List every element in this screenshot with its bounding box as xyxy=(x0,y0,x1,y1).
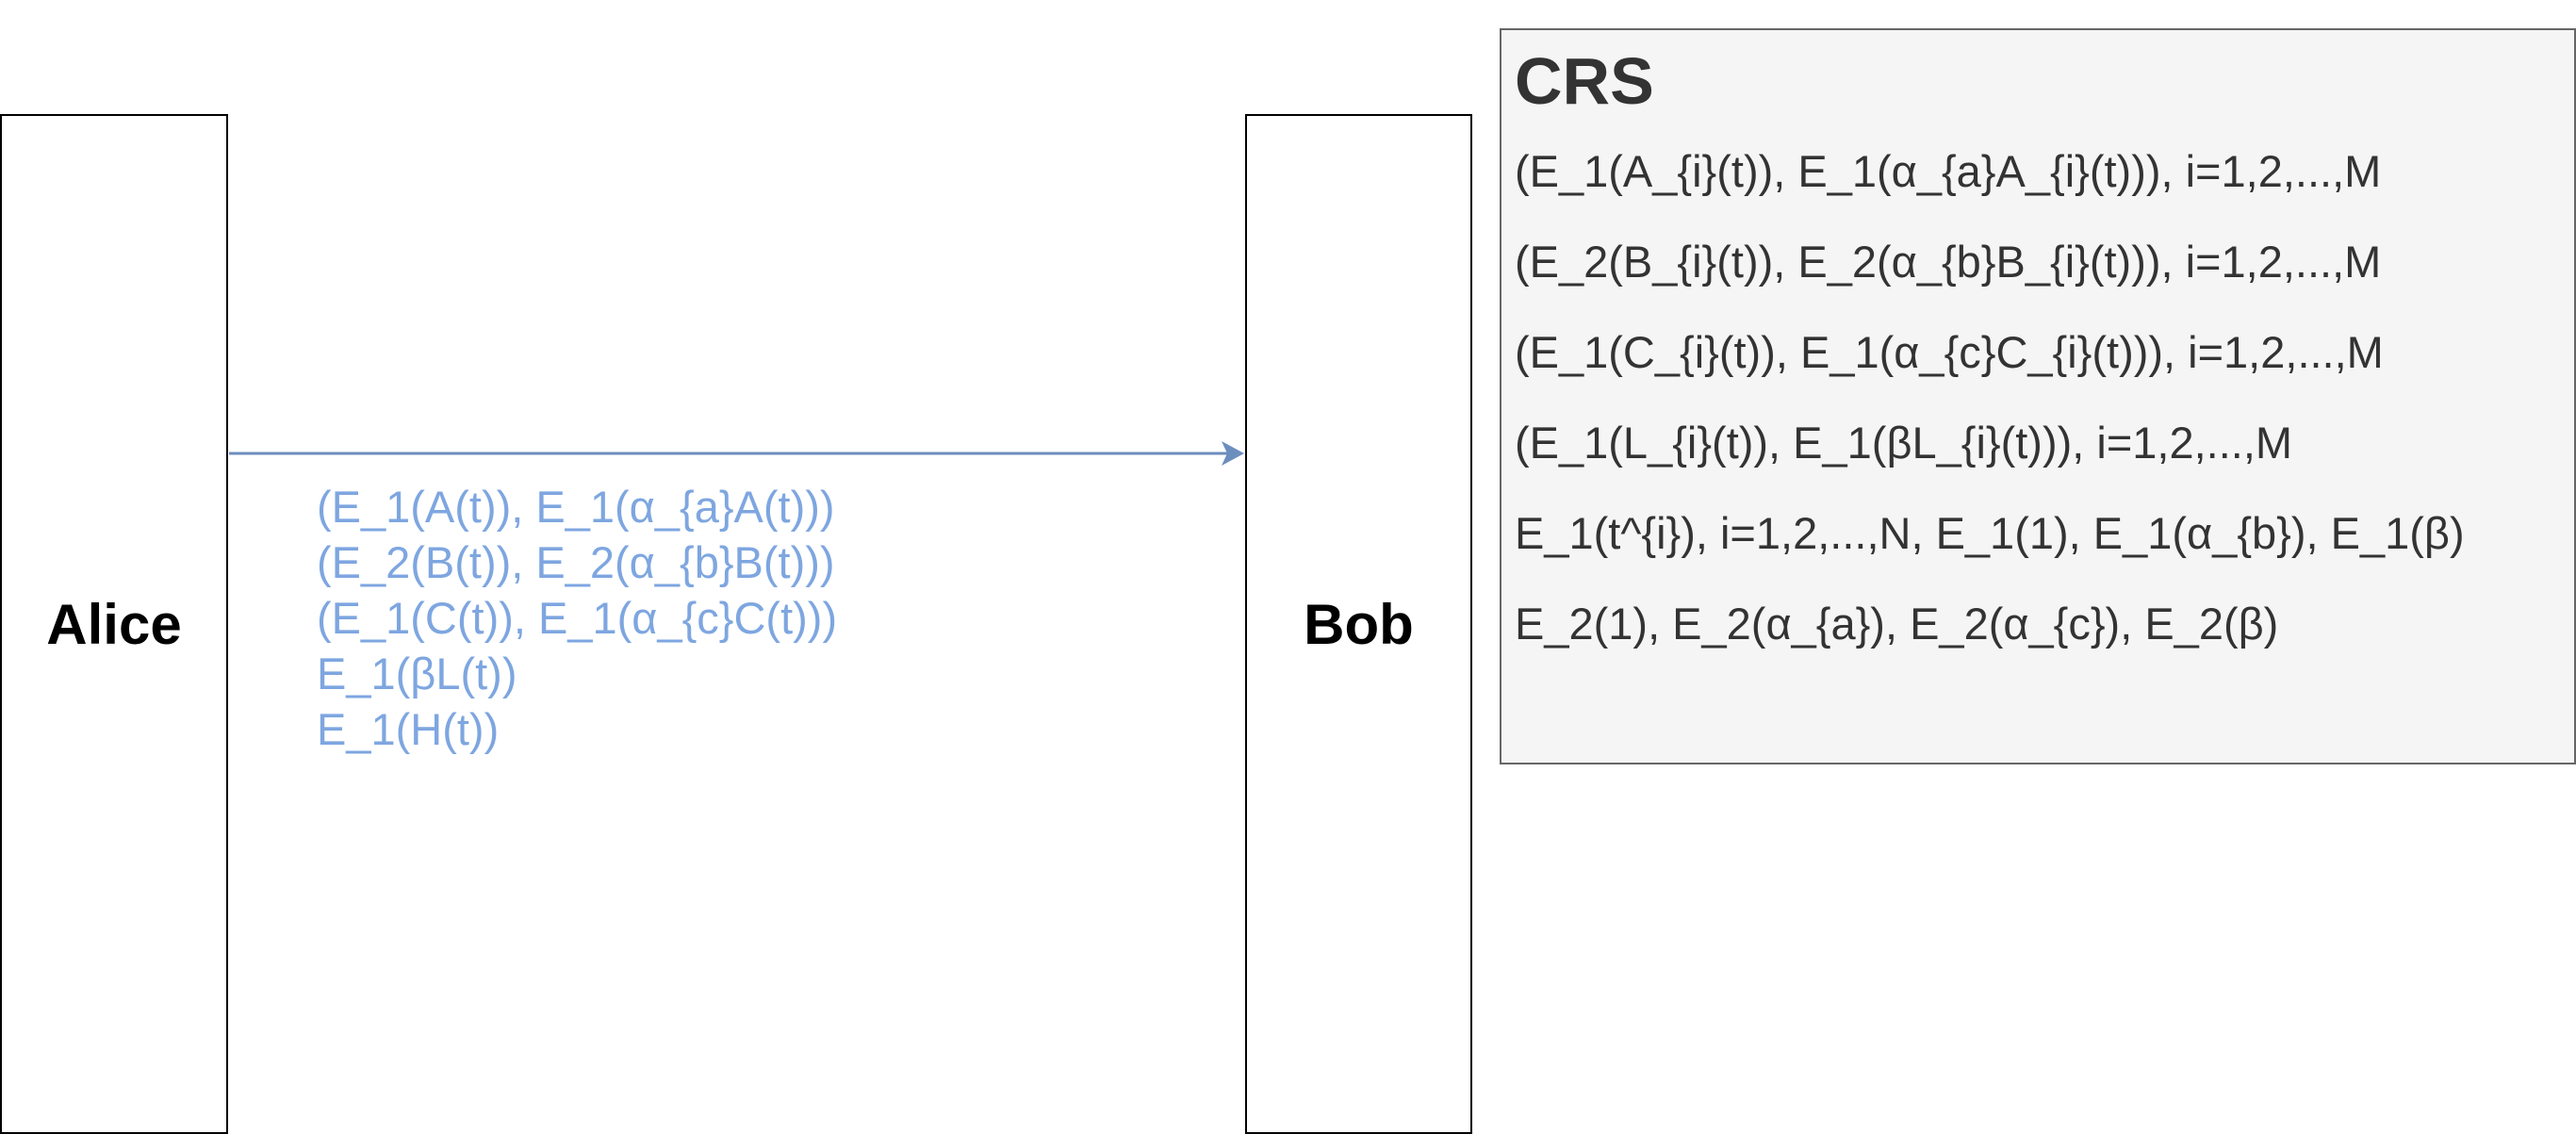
message-line-4: E_1(βL(t)) xyxy=(317,649,517,698)
bob-lifeline-box: Bob xyxy=(1245,114,1472,1134)
alice-lifeline-box: Alice xyxy=(0,114,228,1134)
message-line-2: (E_2(B(t)), E_2(α_{b}B(t))) xyxy=(317,537,835,587)
message-line-1: (E_1(A(t)), E_1(α_{a}A(t))) xyxy=(317,482,835,532)
crs-line-2: (E_2(B_{i}(t)), E_2(α_{b}B_{i}(t))), i=1… xyxy=(1515,237,2382,287)
alice-label: Alice xyxy=(46,592,182,656)
crs-line-5: E_1(t^{i}), i=1,2,...,N, E_1(1), E_1(α_{… xyxy=(1515,508,2465,558)
message-line-5: E_1(H(t)) xyxy=(317,704,500,754)
crs-lines: (E_1(A_{i}(t)), E_1(α_{a}A_{i}(t))), i=1… xyxy=(1515,126,2574,669)
message-arrow-head xyxy=(1222,441,1244,466)
message-line-3: (E_1(C(t)), E_1(α_{c}C(t))) xyxy=(317,593,838,643)
message-payload: (E_1(A(t)), E_1(α_{a}A(t))) (E_2(B(t)), … xyxy=(317,479,837,757)
crs-line-1: (E_1(A_{i}(t)), E_1(α_{a}A_{i}(t))), i=1… xyxy=(1515,146,2382,196)
crs-line-3: (E_1(C_{i}(t)), E_1(α_{c}C_{i}(t))), i=1… xyxy=(1515,327,2384,377)
bob-label: Bob xyxy=(1304,592,1414,656)
crs-line-6: E_2(1), E_2(α_{a}), E_2(α_{c}), E_2(β) xyxy=(1515,599,2279,649)
crs-title: CRS xyxy=(1515,44,1654,118)
crs-line-4: (E_1(L_{i}(t)), E_1(βL_{i}(t))), i=1,2,.… xyxy=(1515,418,2293,468)
crs-panel: CRS (E_1(A_{i}(t)), E_1(α_{a}A_{i}(t))),… xyxy=(1500,28,2576,764)
